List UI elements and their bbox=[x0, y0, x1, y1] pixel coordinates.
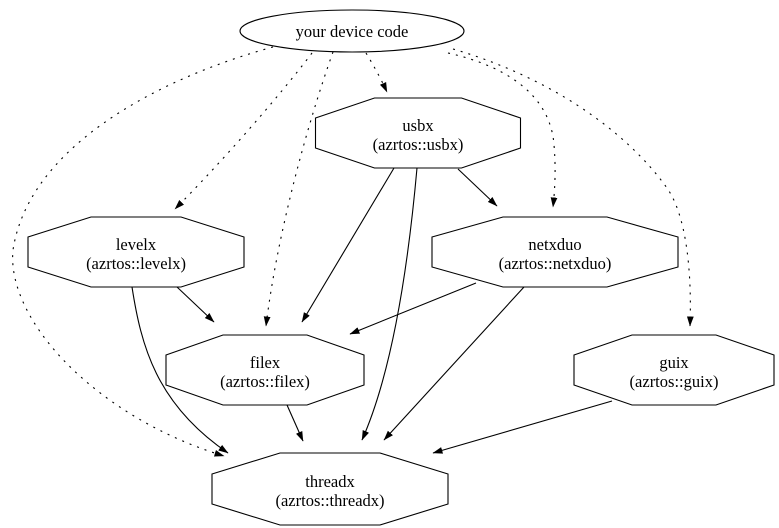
netxduo-shape bbox=[431, 216, 679, 288]
edge-netxduo-filex bbox=[349, 282, 477, 335]
edge-filex-threadx bbox=[286, 404, 304, 442]
edge-usbx-filex bbox=[301, 167, 395, 323]
threadx-label-0: threadx bbox=[305, 472, 355, 491]
guix-label-1: (azrtos::guix) bbox=[630, 372, 719, 391]
filex-label-1: (azrtos::filex) bbox=[220, 372, 310, 391]
edge-device-levelx bbox=[174, 52, 313, 210]
edge-levelx-threadx bbox=[131, 286, 229, 454]
edge-usbx-threadx bbox=[361, 167, 418, 441]
node-usbx: usbx(azrtos::usbx) bbox=[314, 97, 522, 169]
edge-levelx-filex bbox=[176, 286, 215, 323]
edge-device-usbx bbox=[365, 52, 388, 93]
device-label-0: your device code bbox=[296, 22, 409, 41]
nodes-layer: your device codeusbx(azrtos::usbx)levelx… bbox=[27, 9, 775, 526]
edge-netxduo-threadx bbox=[383, 286, 525, 441]
edge-guix-threadx bbox=[432, 400, 613, 454]
netxduo-label-1: (azrtos::netxduo) bbox=[499, 254, 612, 273]
node-threadx: threadx(azrtos::threadx) bbox=[211, 452, 449, 526]
filex-shape bbox=[165, 334, 365, 406]
edge-usbx-netxduo bbox=[457, 168, 498, 207]
guix-shape bbox=[573, 334, 775, 406]
usbx-label-0: usbx bbox=[402, 116, 434, 135]
node-device: your device code bbox=[239, 9, 465, 53]
levelx-label-0: levelx bbox=[116, 235, 157, 254]
levelx-label-1: (azrtos::levelx) bbox=[86, 254, 186, 273]
filex-label-0: filex bbox=[250, 353, 281, 372]
node-guix: guix(azrtos::guix) bbox=[573, 334, 775, 406]
netxduo-label-0: netxduo bbox=[528, 235, 581, 254]
guix-label-0: guix bbox=[659, 353, 689, 372]
node-netxduo: netxduo(azrtos::netxduo) bbox=[431, 216, 679, 288]
node-filex: filex(azrtos::filex) bbox=[165, 334, 365, 406]
threadx-shape bbox=[211, 452, 449, 526]
levelx-shape bbox=[27, 216, 245, 288]
edges-layer bbox=[12, 46, 694, 457]
device-shape bbox=[239, 9, 465, 53]
node-levelx: levelx(azrtos::levelx) bbox=[27, 216, 245, 288]
usbx-shape bbox=[314, 97, 522, 169]
edge-device-netxduo bbox=[447, 52, 558, 208]
usbx-label-1: (azrtos::usbx) bbox=[373, 135, 464, 154]
threadx-label-1: (azrtos::threadx) bbox=[275, 491, 384, 510]
edge-device-filex bbox=[263, 51, 334, 327]
